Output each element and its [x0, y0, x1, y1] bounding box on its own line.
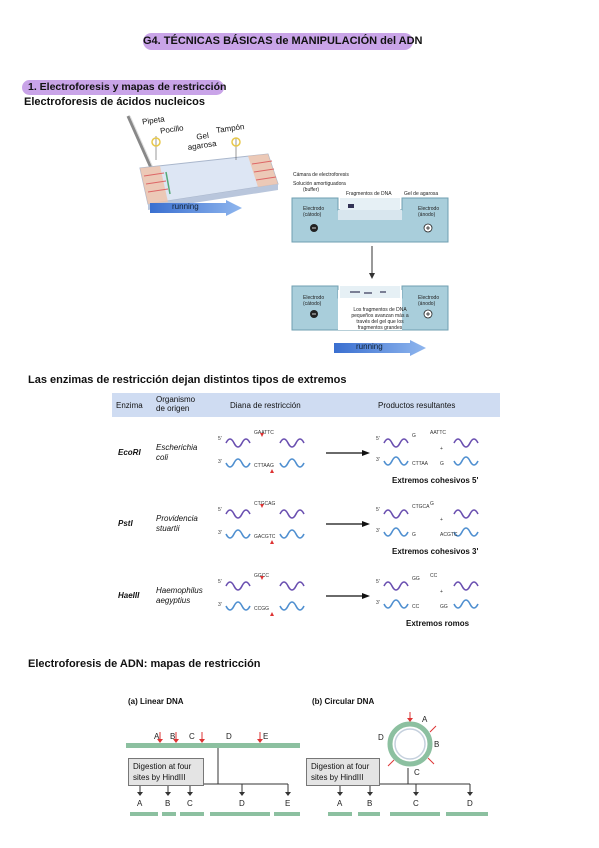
product-dna-helix [383, 509, 479, 537]
enzyme-name: HaeIII [118, 591, 140, 600]
prod-5-label: 5' [376, 507, 380, 513]
product-dna-helix [383, 581, 479, 609]
linear-site-e: E [263, 732, 269, 741]
target-top-seq: CTGCAG [254, 501, 276, 507]
electrophoresis-chamber-bottom [291, 285, 449, 331]
plus-sign: + [440, 517, 443, 523]
circular-frag-b: B [367, 799, 373, 808]
prod-bottom-right: ACGTC [440, 532, 458, 538]
linear-site-a: A [154, 732, 160, 741]
prod-bottom-left: CC [412, 604, 420, 610]
page-title: G4. TÉCNICAS BÁSICAS de MANIPULACIÓN del… [143, 33, 423, 50]
cathode-top: Electrodo(cátodo) [303, 206, 325, 218]
strand-3-label: 3' [218, 530, 222, 536]
running-arrow-2 [334, 340, 426, 356]
prod-bottom-right: GG [440, 604, 448, 610]
linear-site-b: B [170, 732, 176, 741]
linear-frag-c: C [187, 799, 193, 808]
linear-site-d: D [226, 732, 232, 741]
prod-bottom-left: CTTAA [412, 461, 429, 467]
strand-3-label: 3' [218, 459, 222, 465]
reaction-arrow [326, 521, 370, 527]
prod-top-right: AATTC [430, 430, 447, 436]
running-label-2: running [356, 342, 383, 351]
prod-bottom-right: G [440, 461, 444, 467]
reaction-arrow [326, 593, 370, 599]
anode-bottom: Electrodo(ánodo) [418, 295, 440, 307]
target-bottom-seq: GACGTC [254, 534, 276, 540]
prod-bottom-left: G [412, 532, 416, 538]
strand-5-label: 5' [218, 436, 222, 442]
circular-frag-a: A [337, 799, 343, 808]
enzyme-name: PstI [118, 519, 133, 528]
linear-site-c: C [189, 732, 195, 741]
prod-top-right: G [430, 501, 434, 507]
prod-top-right: CC [430, 573, 438, 579]
plus-sign: + [440, 589, 443, 595]
target-dna-helix [225, 433, 305, 473]
electrophoresis-chamber-top [291, 197, 449, 243]
prod-top-left: G [412, 433, 416, 439]
circular-frag-c: C [413, 799, 419, 808]
fragments-note: Los fragmentos de DNA pequeños avanzan m… [351, 307, 409, 331]
anode-top: Electrodo(ánodo) [418, 206, 440, 218]
linear-frag-e: E [285, 799, 291, 808]
chamber-title: Cámara de electroforesis [293, 172, 349, 178]
header-enzyme: Enzima [116, 401, 143, 410]
buffer-label: Solución amortiguadora(buffer) [293, 181, 346, 193]
circular-dna-diagram [328, 712, 488, 816]
target-dna-helix [225, 504, 305, 544]
linear-frag-b: B [165, 799, 171, 808]
linear-frag-d: D [239, 799, 245, 808]
circular-frag-d: D [467, 799, 473, 808]
down-arrow [369, 246, 375, 279]
ends-type: Extremos cohesivos 5' [392, 476, 479, 485]
reaction-arrow [326, 450, 370, 456]
circular-site-d: D [378, 733, 384, 742]
strand-5-label: 5' [218, 579, 222, 585]
subtitle-mapas: Electroforesis de ADN: mapas de restricc… [28, 658, 261, 670]
circular-site-b: B [434, 740, 440, 749]
product-dna-helix [383, 438, 479, 466]
prod-top-left: CTGCA [412, 504, 430, 510]
running-label: running [172, 202, 199, 211]
gel-label: Gel de agarosa [404, 191, 439, 197]
enzyme-name: EcoRI [118, 448, 141, 457]
header-target: Diana de restricción [230, 401, 301, 410]
fragments-label: Fragmentos de DNA [346, 191, 392, 197]
ends-type: Extremos cohesivos 3' [392, 547, 479, 556]
cathode-bottom: Electrodo(cátodo) [303, 295, 325, 307]
circular-site-c: C [414, 768, 420, 777]
subtitle-electroforesis: Electroforesis de ácidos nucleicos [24, 96, 205, 108]
prod-5-label: 5' [376, 579, 380, 585]
prod-3-label: 3' [376, 457, 380, 463]
linear-frag-a: A [137, 799, 143, 808]
ends-type: Extremos romos [406, 619, 470, 628]
target-bottom-seq: CTTAAG [254, 463, 274, 469]
linear-dna-label: (a) Linear DNA [128, 697, 184, 706]
section-heading: 1. Electroforesis y mapas de restricción [22, 80, 226, 95]
prod-3-label: 3' [376, 600, 380, 606]
header-products: Productos resultantes [378, 401, 456, 410]
prod-5-label: 5' [376, 436, 380, 442]
subtitle-enzimas: Las enzimas de restricción dejan distint… [28, 374, 347, 386]
prod-top-left: GG [412, 576, 420, 582]
target-bottom-seq: CCGG [254, 606, 269, 612]
strand-3-label: 3' [218, 602, 222, 608]
target-dna-helix [225, 576, 305, 616]
prod-3-label: 3' [376, 528, 380, 534]
running-arrow [150, 200, 242, 216]
circular-dna-label: (b) Circular DNA [312, 697, 375, 706]
circular-site-a: A [422, 715, 428, 724]
strand-5-label: 5' [218, 507, 222, 513]
plus-sign: + [440, 446, 443, 452]
